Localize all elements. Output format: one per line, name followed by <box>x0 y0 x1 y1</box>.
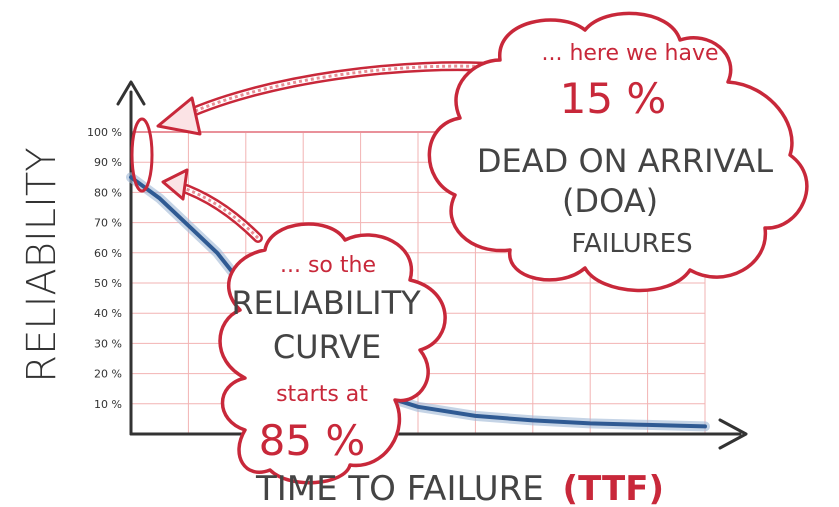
doa-line3: DEAD ON ARRIVAL <box>477 142 773 180</box>
y-tick-label: 80 % <box>94 186 122 199</box>
y-tick-label: 40 % <box>94 307 122 320</box>
y-tick-labels: 100 % 90 % 80 % 70 % 60 % 50 % 40 % 30 % 20 % 10 … <box>87 126 122 411</box>
y-tick-label: 30 % <box>94 337 122 350</box>
y-axis-arrowhead <box>116 80 146 106</box>
y-tick-label: 50 % <box>94 277 122 290</box>
y-tick-label: 10 % <box>94 398 122 411</box>
curve-line1: ... so the <box>280 253 376 278</box>
curve-callout: ... so the RELIABILITY CURVE starts at 8… <box>218 222 447 485</box>
curve-arrow <box>161 168 263 243</box>
doa-arrow <box>156 61 510 136</box>
curve-percent: 85 % <box>259 416 366 465</box>
y-axis-label: RELIABILITY <box>19 147 65 382</box>
x-axis-label-main: TIME TO FAILURE <box>255 469 544 507</box>
y-tick-label: 100 % <box>87 126 122 139</box>
curve-line2: RELIABILITY <box>231 284 421 322</box>
doa-cloud-shape <box>427 11 809 293</box>
curve-line4: starts at <box>276 382 368 407</box>
y-tick-label: 60 % <box>94 247 122 260</box>
doa-highlight-circle <box>130 117 154 193</box>
x-axis-label-ttf: (TTF) <box>563 469 664 507</box>
doa-percent: 15 % <box>560 74 667 123</box>
x-axis-label: TIME TO FAILURE (TTF) <box>255 469 664 507</box>
doa-line1: ... here we have <box>541 41 718 66</box>
curve-cloud-shape <box>218 222 447 485</box>
x-axis-arrowhead <box>718 418 748 450</box>
y-tick-label: 20 % <box>94 368 122 381</box>
doa-line5: FAILURES <box>571 229 692 259</box>
curve-line3: CURVE <box>273 328 381 366</box>
doa-line4: (DOA) <box>562 182 658 220</box>
y-tick-label: 70 % <box>94 217 122 230</box>
doa-callout: ... here we have 15 % DEAD ON ARRIVAL (D… <box>427 11 809 293</box>
y-tick-label: 90 % <box>94 156 122 169</box>
